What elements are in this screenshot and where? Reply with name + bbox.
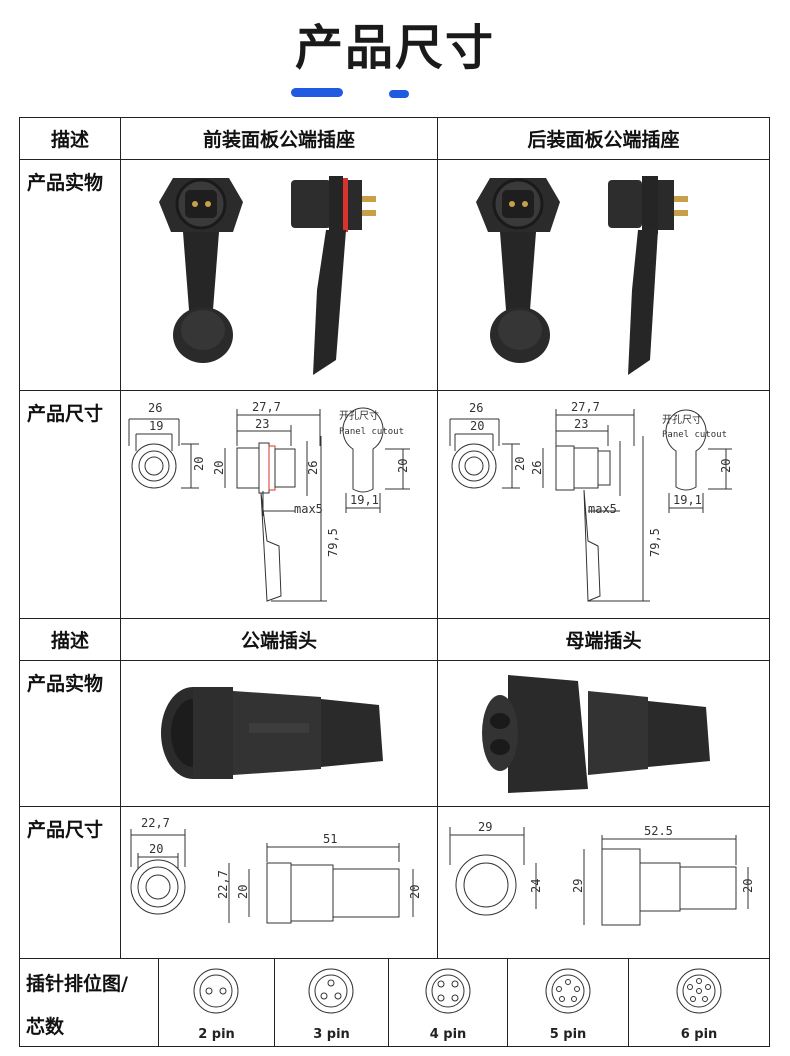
dim-20-female-r: 20 [741,879,755,893]
pin-cell-3: 3 pin [274,958,389,1047]
dim-22-7: 22,7 [141,816,170,830]
pin-3-icon [308,968,354,1014]
pin-2-label: 2 pin [198,1027,235,1042]
dim-51: 51 [323,832,337,846]
front-socket-drawing: 26 19 20 27,7 23 20 26 max5 79,5 开孔尺寸 Pa… [128,400,410,602]
dim-52-5: 52.5 [644,824,673,838]
female-plug-image [482,675,710,793]
cutout-dim-20-rear: 20 [719,459,733,473]
header-male-plug: 公端插头 [120,618,438,661]
row-label-dims-1-text: 产品尺寸 [27,403,104,425]
dims-male-plug: 22,7 20 51 22,7 20 20 [120,806,438,959]
cutout-dim-19-1: 19,1 [350,493,379,507]
header-rear-socket: 后装面板公端插座 [437,117,770,160]
cutout-label-cn: 开孔尺寸 [339,409,379,422]
row-label-photo-1: 产品实物 [19,159,121,391]
dim-27-7-rear: 27,7 [571,400,600,414]
title-underline-long [291,88,343,97]
male-plug-drawing: 22,7 20 51 22,7 20 20 [130,816,422,924]
dim-26: 26 [148,401,162,415]
page-title: 产品尺寸 [294,20,495,76]
male-plug-image [161,687,383,779]
header-male-plug-text: 公端插头 [240,630,317,652]
header-desc-2: 描述 [19,618,121,661]
dim-max5-rear: max5 [588,502,617,516]
pin-cell-6: 6 pin [628,958,770,1047]
dim-79-5-rear: 79,5 [648,528,662,557]
dim-22-7-v: 22,7 [216,870,230,899]
female-plug-drawing: 29 24 52.5 29 20 [449,820,755,926]
cutout-label-cn-rear: 开孔尺寸 [662,413,702,426]
header-front-socket-text: 前装面板公端插座 [202,129,355,151]
cutout-dim-20: 20 [396,459,410,473]
row-label-dims-1: 产品尺寸 [19,390,121,619]
cutout-dim-19-1-rear: 19,1 [673,493,702,507]
dim-20-plug-v: 20 [236,885,250,899]
photo-female-plug [437,660,770,807]
row-label-dims-2: 产品尺寸 [19,806,121,959]
dim-20-rear-v: 20 [513,457,527,471]
pin-5-label: 5 pin [549,1027,587,1042]
rear-socket-image [476,176,688,375]
title-underline-short [389,90,409,98]
front-socket-image [159,176,376,375]
header-front-socket: 前装面板公端插座 [120,117,438,160]
photo-rear-socket [437,159,770,391]
header-female-plug: 母端插头 [437,618,770,661]
rear-socket-drawing: 26 20 20 27,7 23 26 max5 79,5 开孔尺寸 Panel… [449,400,733,602]
pin-6-icon [676,968,722,1014]
pins-label-line1: 插针排位图/ [26,973,128,995]
pin-5-icon [545,968,591,1014]
cutout-label-en: Panel cutout [339,427,404,437]
dims-female-plug: 29 24 52.5 29 20 [437,806,770,959]
dims-front-socket: 26 19 20 27,7 23 20 26 max5 79,5 开孔尺寸 Pa… [120,390,438,619]
pin-cell-2: 2 pin [158,958,275,1047]
dim-79-5: 79,5 [326,528,340,557]
header-desc-2-text: 描述 [50,630,89,652]
dim-24: 24 [529,879,543,893]
dim-26-h: 26 [306,461,320,475]
photo-male-plug [120,660,438,807]
pin-cell-4: 4 pin [388,958,508,1047]
photo-front-socket [120,159,438,391]
dim-20-plug: 20 [149,842,163,856]
dim-23: 23 [255,417,269,431]
cutout-label-en-rear: Panel cutout [662,430,727,440]
pin-2-icon [193,968,239,1014]
pin-6-label: 6 pin [680,1027,718,1042]
dim-max5: max5 [294,502,323,516]
pins-label-line2: 芯数 [26,1016,65,1038]
dim-26-rear: 26 [469,401,483,415]
row-label-dims-2-text: 产品尺寸 [27,819,104,841]
dim-20-v: 20 [192,457,206,471]
dim-20-h: 20 [212,461,226,475]
dim-20-rear: 20 [470,419,484,433]
pin-3-label: 3 pin [313,1027,350,1042]
pin-4-icon [425,968,471,1014]
header-female-plug-text: 母端插头 [565,630,642,652]
row-label-photo-1-text: 产品实物 [27,172,104,194]
row-label-pins: 插针排位图/ 芯数 [19,958,159,1047]
dim-23-rear: 23 [574,417,588,431]
row-label-photo-2-text: 产品实物 [27,673,104,695]
header-rear-socket-text: 后装面板公端插座 [527,129,680,151]
dims-rear-socket: 26 20 20 27,7 23 26 max5 79,5 开孔尺寸 Panel… [437,390,770,619]
dim-19: 19 [149,419,163,433]
header-desc-1-text: 描述 [50,129,89,151]
dim-26-rear-h: 26 [530,461,544,475]
dim-27-7: 27,7 [252,400,281,414]
dim-20-plug-r: 20 [408,885,422,899]
dim-29-v: 29 [571,879,585,893]
pin-4-label: 4 pin [429,1027,467,1042]
row-label-photo-2: 产品实物 [19,660,121,807]
pin-cell-5: 5 pin [507,958,629,1047]
header-desc-1: 描述 [19,117,121,160]
dim-29: 29 [478,820,492,834]
